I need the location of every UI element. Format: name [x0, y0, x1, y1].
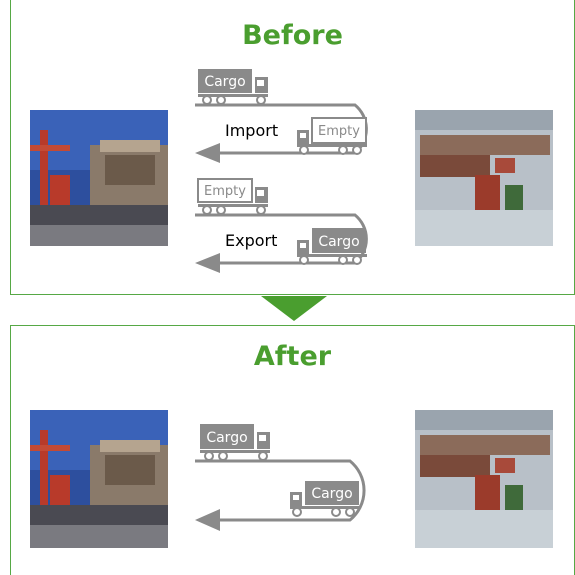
truck-icon — [290, 481, 360, 517]
load-label: Cargo — [318, 234, 359, 250]
import-diagram: Cargo Import Empty — [195, 69, 368, 163]
load-label: Cargo — [311, 486, 352, 502]
before-title: Before — [242, 20, 343, 51]
truck-icon — [198, 69, 268, 105]
load-label: Empty — [204, 184, 246, 199]
route-label: Export — [225, 231, 277, 250]
arrow-left-icon — [195, 253, 220, 273]
after-title: After — [253, 341, 332, 372]
transition-arrow-icon — [261, 296, 327, 321]
load-label: Cargo — [206, 430, 247, 446]
export-diagram: Empty Export Cargo — [195, 178, 368, 273]
load-label: Empty — [318, 124, 360, 139]
container-yard-photo — [415, 110, 553, 246]
arrow-left-icon — [195, 143, 220, 163]
load-label: Cargo — [204, 74, 245, 90]
round-trip-diagram: Cargo Cargo — [195, 424, 366, 531]
truck-icon — [200, 424, 270, 461]
truck-icon — [297, 117, 367, 155]
port-ship-photo — [30, 110, 168, 246]
route-line — [195, 459, 366, 522]
container-yard-photo — [415, 410, 553, 548]
port-ship-photo — [30, 410, 168, 548]
route-label: Import — [225, 121, 278, 140]
arrow-left-icon — [195, 509, 220, 531]
truck-icon — [297, 228, 367, 265]
